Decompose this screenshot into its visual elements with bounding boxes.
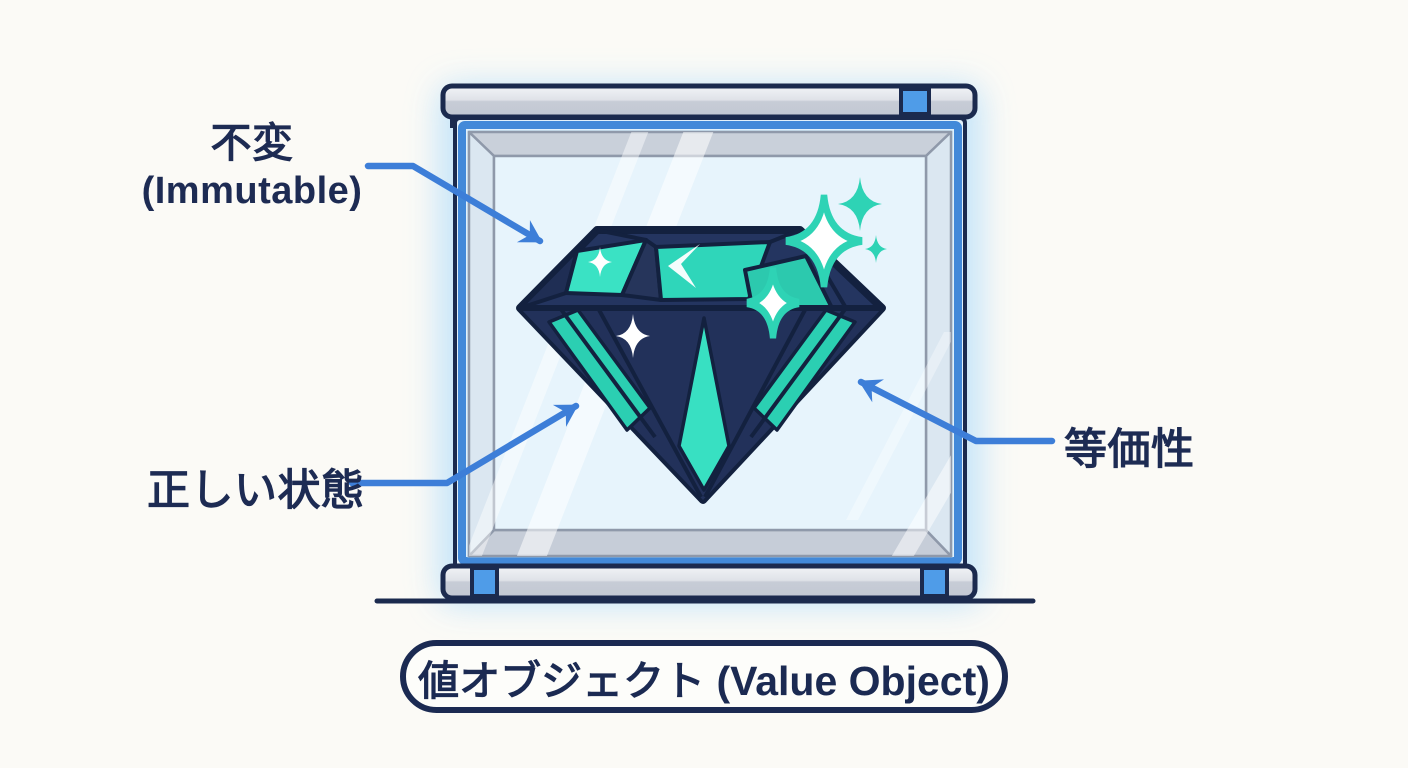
case-top-bar [440, 83, 978, 120]
case-bottom-bar [440, 563, 978, 601]
label-immutable-en: (Immutable) [141, 170, 363, 213]
glass-frame-blue [458, 121, 962, 565]
bottom-bar-accent-right [920, 566, 949, 598]
caption-text: 値オブジェクト (Value Object) [418, 657, 990, 704]
arrow-connector-icon [364, 162, 544, 245]
arrow-connector-icon [348, 402, 580, 487]
arrow-connector-icon [857, 378, 1056, 445]
label-immutable: 不変 (Immutable) [112, 118, 392, 214]
label-immutable-ja: 不変 [210, 120, 294, 166]
top-bar-accent [899, 87, 931, 116]
bottom-bar-accent-left [470, 566, 499, 598]
diamond-gem-icon [516, 226, 886, 504]
facet-shine [668, 244, 700, 288]
label-equality: 等価性 [1064, 426, 1195, 474]
label-valid-state: 正しい状態 [147, 467, 365, 515]
caption-pill: 値オブジェクト (Value Object) [400, 640, 1008, 713]
